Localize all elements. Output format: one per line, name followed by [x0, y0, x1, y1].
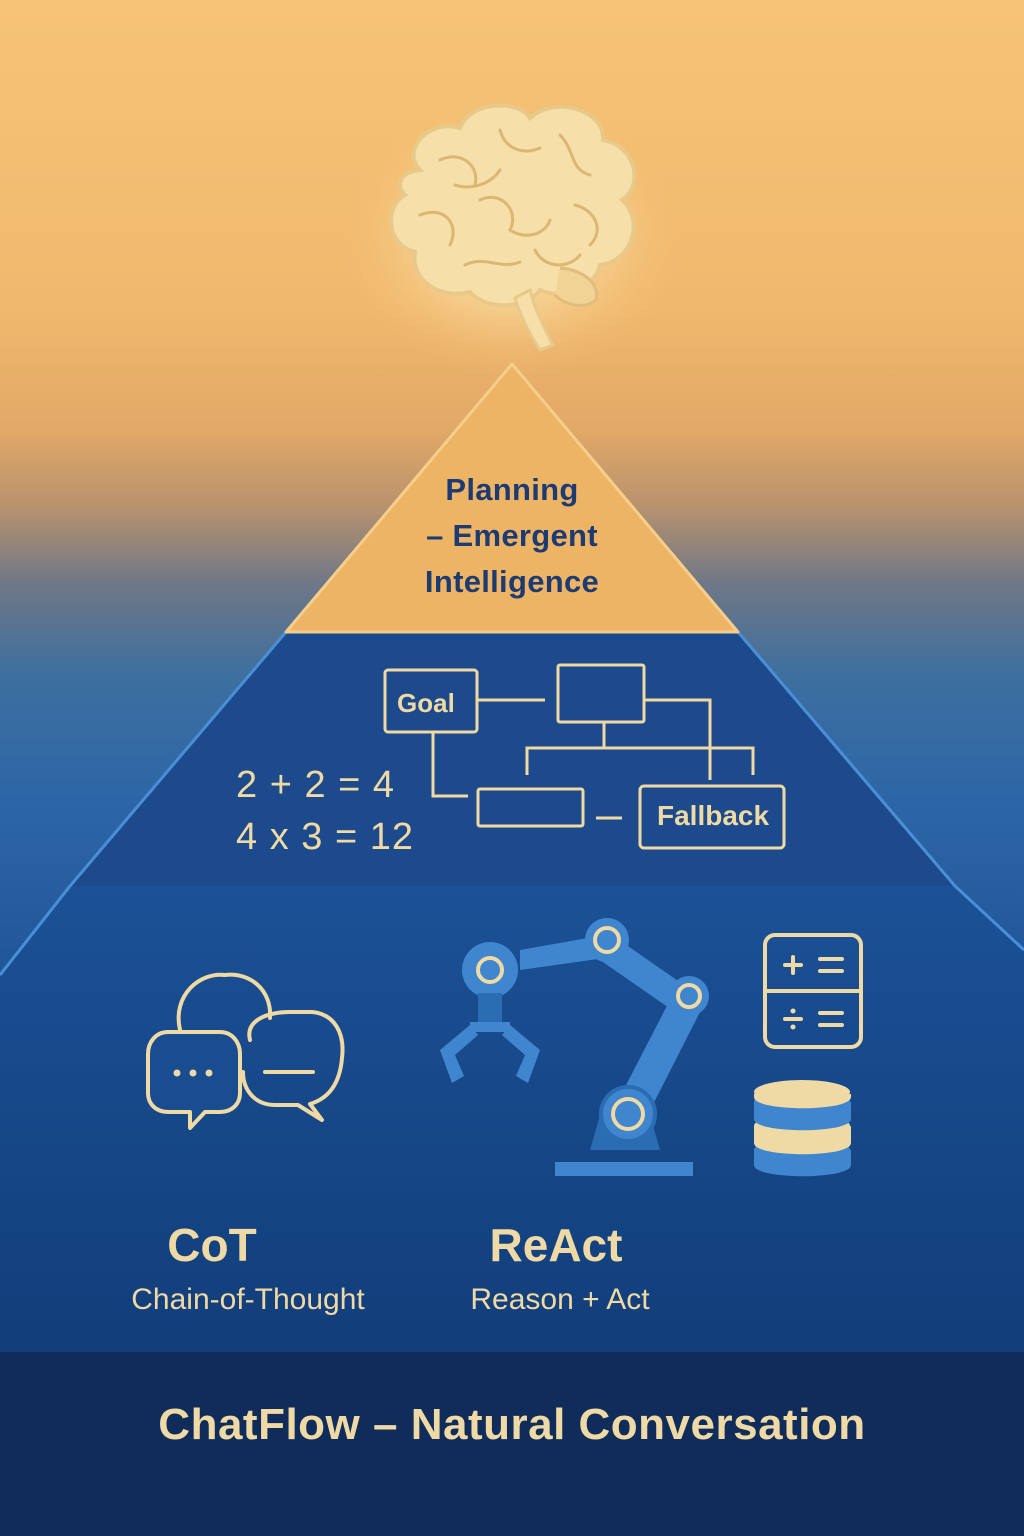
math-line-2: 4 x 3 = 12 [236, 816, 414, 858]
goal-label: Goal [397, 688, 455, 718]
footer-title: ChatFlow – Natural Conversation [158, 1400, 866, 1449]
apex-label-line1: Planning [445, 472, 579, 507]
cot-title: CoT [167, 1219, 257, 1271]
brain-icon [342, 103, 682, 375]
middle-tier [70, 632, 955, 886]
cot-subtitle: Chain-of-Thought [131, 1283, 365, 1316]
react-subtitle: Reason + Act [470, 1283, 650, 1316]
math-line-1: 2 + 2 = 4 [236, 764, 396, 806]
react-title: ReAct [489, 1219, 623, 1271]
fallback-box [638, 784, 786, 850]
base-tier [0, 886, 1024, 1352]
database-icon [754, 1080, 851, 1177]
calculator-icon [763, 933, 863, 1049]
apex-label-line3: Intelligence [424, 564, 600, 599]
apex-tier [284, 362, 740, 634]
footer-band [0, 1352, 1024, 1536]
chat-bubbles-icon [146, 972, 345, 1130]
fallback-label: Fallback [657, 800, 770, 831]
middle-box [476, 787, 585, 828]
flowchart [383, 663, 786, 850]
top-box [556, 663, 646, 724]
robotic-arm-icon [440, 918, 709, 1176]
apex-label-line2: – Emergent [426, 518, 598, 553]
